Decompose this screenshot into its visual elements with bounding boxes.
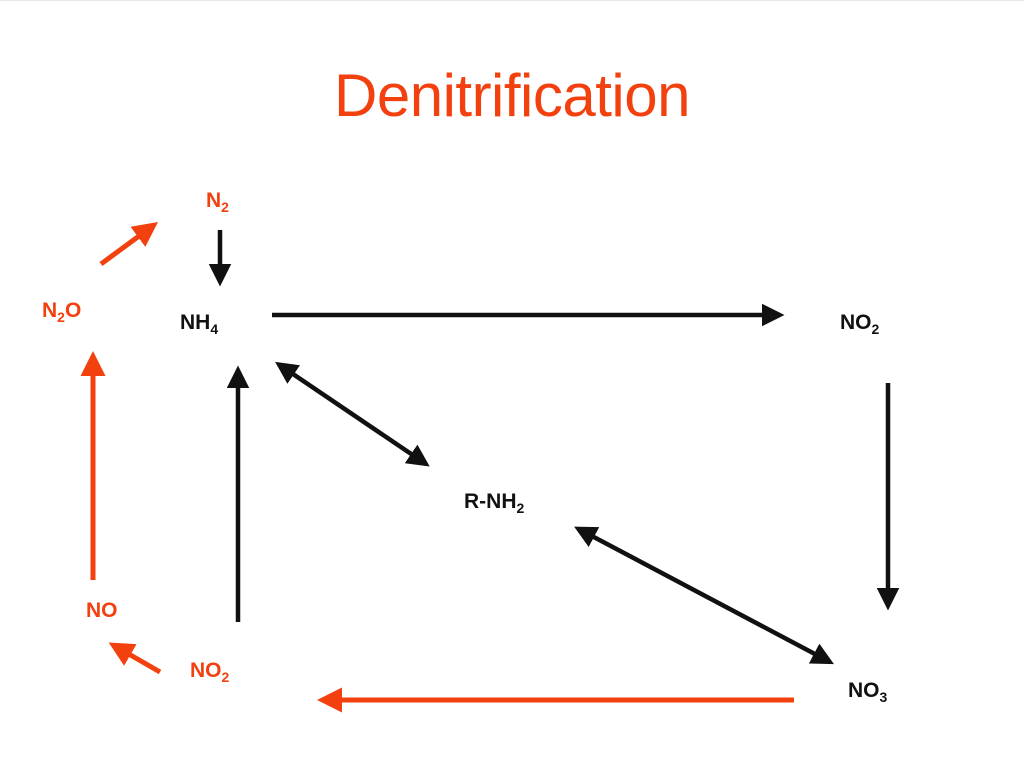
arrow-no2-to-no [108,642,162,675]
label-nh4: NH4 [180,311,219,337]
arrow-rnh2-no3-bidirectional [574,526,834,665]
label-n2o: N2O [42,299,82,325]
slide-top-border [0,0,1024,1]
label-no3: NO3 [848,679,888,705]
label-r-nh2: R-NH2 [464,490,525,516]
label-no2-red: NO2 [190,659,230,685]
slide-title: Denitrification [334,62,691,129]
label-no: NO [86,599,118,622]
label-n2: N2 [206,189,229,215]
label-no2-top: NO2 [840,311,880,337]
arrow-nh4-rnh2-bidirectional [275,361,430,467]
arrow-n2o-to-n2 [99,222,159,267]
